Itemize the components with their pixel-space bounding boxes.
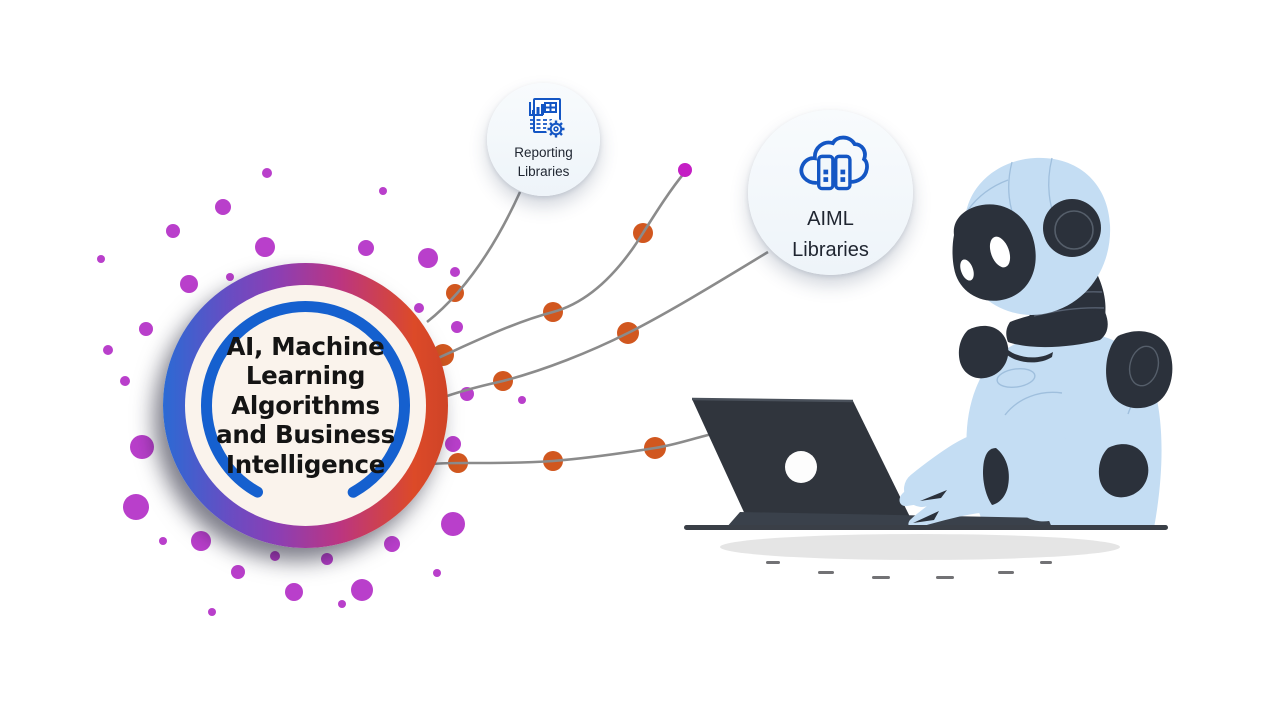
connector-curves (426, 171, 769, 466)
floor-shadow (720, 534, 1120, 560)
robot-eye-left (960, 259, 974, 281)
laptop-logo (785, 451, 817, 483)
robot-finger-gap-2 (913, 511, 939, 523)
node-aiml-libraries: AIML Libraries (748, 110, 913, 275)
robot-illustration (952, 157, 1173, 528)
curve-end-magenta-dot (678, 163, 692, 177)
curve-to-aiml-node (446, 250, 769, 398)
robot-far-hand (1022, 492, 1074, 522)
main-topic-circle: AI, Machine Learning Algorithms and Busi… (163, 263, 448, 548)
robot-ear-ring (1054, 210, 1094, 250)
robot-hand (899, 468, 1011, 529)
robot-left-shoulder-pad (958, 325, 1009, 379)
robot-wrist-band (982, 448, 1009, 505)
laptop (691, 397, 1052, 528)
curve-to-laptop (431, 432, 713, 466)
floor-dashes (766, 561, 1052, 579)
desk-line (684, 525, 1168, 530)
cloud-libraries-icon (798, 135, 869, 191)
node-aiml-label: AIML Libraries (792, 208, 869, 261)
robot-right-elbow-pad (1098, 444, 1149, 498)
robot-chest-line (1007, 350, 1053, 363)
curve-to-reporting-node (426, 191, 522, 324)
robot-right-shoulder-pad (1106, 331, 1173, 409)
blue-open-arc (201, 301, 410, 510)
robot-shoulder-seam (1128, 345, 1160, 387)
robot-ear (1043, 199, 1101, 257)
laptop-keyboard-deck (726, 512, 1052, 528)
robot-eye-right (989, 236, 1011, 268)
curve-to-magenta-dot (437, 171, 686, 360)
node-reporting-libraries: Reporting Libraries (487, 83, 600, 196)
report-gear-icon (528, 98, 566, 139)
node-reporting-label: Reporting Libraries (514, 145, 573, 179)
gear-icon (545, 119, 566, 139)
main-topic-title: AI, Machine Learning Algorithms and Busi… (216, 332, 395, 479)
robot-finger-gap-1 (920, 490, 947, 501)
main-topic-inner: AI, Machine Learning Algorithms and Busi… (185, 285, 426, 526)
robot-arm-and-hand (899, 425, 1074, 529)
robot-collar (1006, 309, 1108, 348)
purple-scatter-dots (97, 168, 526, 616)
laptop-lid-edge (691, 397, 854, 403)
